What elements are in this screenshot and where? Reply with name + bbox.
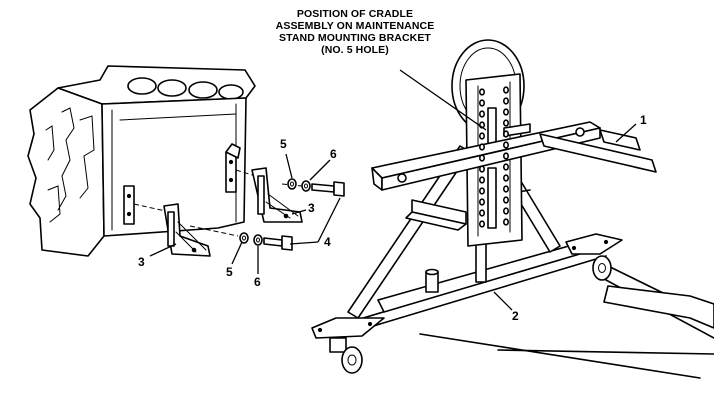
plate-hole <box>478 143 485 151</box>
maintenance-stand <box>311 39 714 379</box>
plate-hole <box>502 97 509 105</box>
callout-3-lower: 3 <box>138 255 145 269</box>
plate-hole <box>478 88 485 96</box>
callout-1: 1 <box>640 113 647 127</box>
plate-hole <box>502 218 509 226</box>
plate-hole <box>502 185 509 193</box>
plate-hole <box>478 110 485 118</box>
plate-hole <box>478 187 485 195</box>
plate-hole <box>502 196 509 204</box>
callout-3-upper: 3 <box>308 201 315 215</box>
caption-line-1: POSITION OF CRADLE <box>296 8 414 20</box>
plate-hole <box>502 119 509 127</box>
plate-hole <box>478 198 485 206</box>
lower-bracket <box>163 203 211 257</box>
plate-hole <box>478 209 485 217</box>
plate-hole <box>478 165 485 173</box>
plate-hole <box>502 152 509 160</box>
plate-hole <box>478 132 485 140</box>
leader-lines <box>149 69 637 311</box>
plate-hole <box>478 99 485 107</box>
callout-6-upper: 6 <box>330 147 337 161</box>
plate-hole <box>478 220 485 228</box>
plate-hole <box>502 130 509 138</box>
plate-hole <box>478 154 485 162</box>
plate-hole <box>502 141 509 149</box>
plate-hole <box>502 174 509 182</box>
callout-6-lower: 6 <box>254 275 261 289</box>
callout-5-upper: 5 <box>280 137 287 151</box>
plate-hole <box>478 176 485 184</box>
callout-4: 4 <box>324 235 331 249</box>
callout-5-lower: 5 <box>226 265 233 279</box>
lower-fasteners <box>239 232 293 251</box>
caption-line-2: ASSEMBLY ON MAINTENANCE <box>275 20 435 32</box>
upper-fasteners <box>287 178 345 197</box>
plate-holes <box>478 86 509 228</box>
callout-2: 2 <box>512 309 519 323</box>
plate-hole <box>502 207 509 215</box>
cradle-position-caption: POSITION OF CRADLE ASSEMBLY ON MAINTENAN… <box>246 8 464 56</box>
caption-line-3: STAND MOUNTING BRACKET <box>279 32 431 44</box>
plate-hole <box>502 108 509 116</box>
plate-hole <box>502 86 509 94</box>
caption-line-4: (NO. 5 HOLE) <box>321 44 389 56</box>
plate-hole <box>502 163 509 171</box>
engine-block <box>27 65 256 257</box>
